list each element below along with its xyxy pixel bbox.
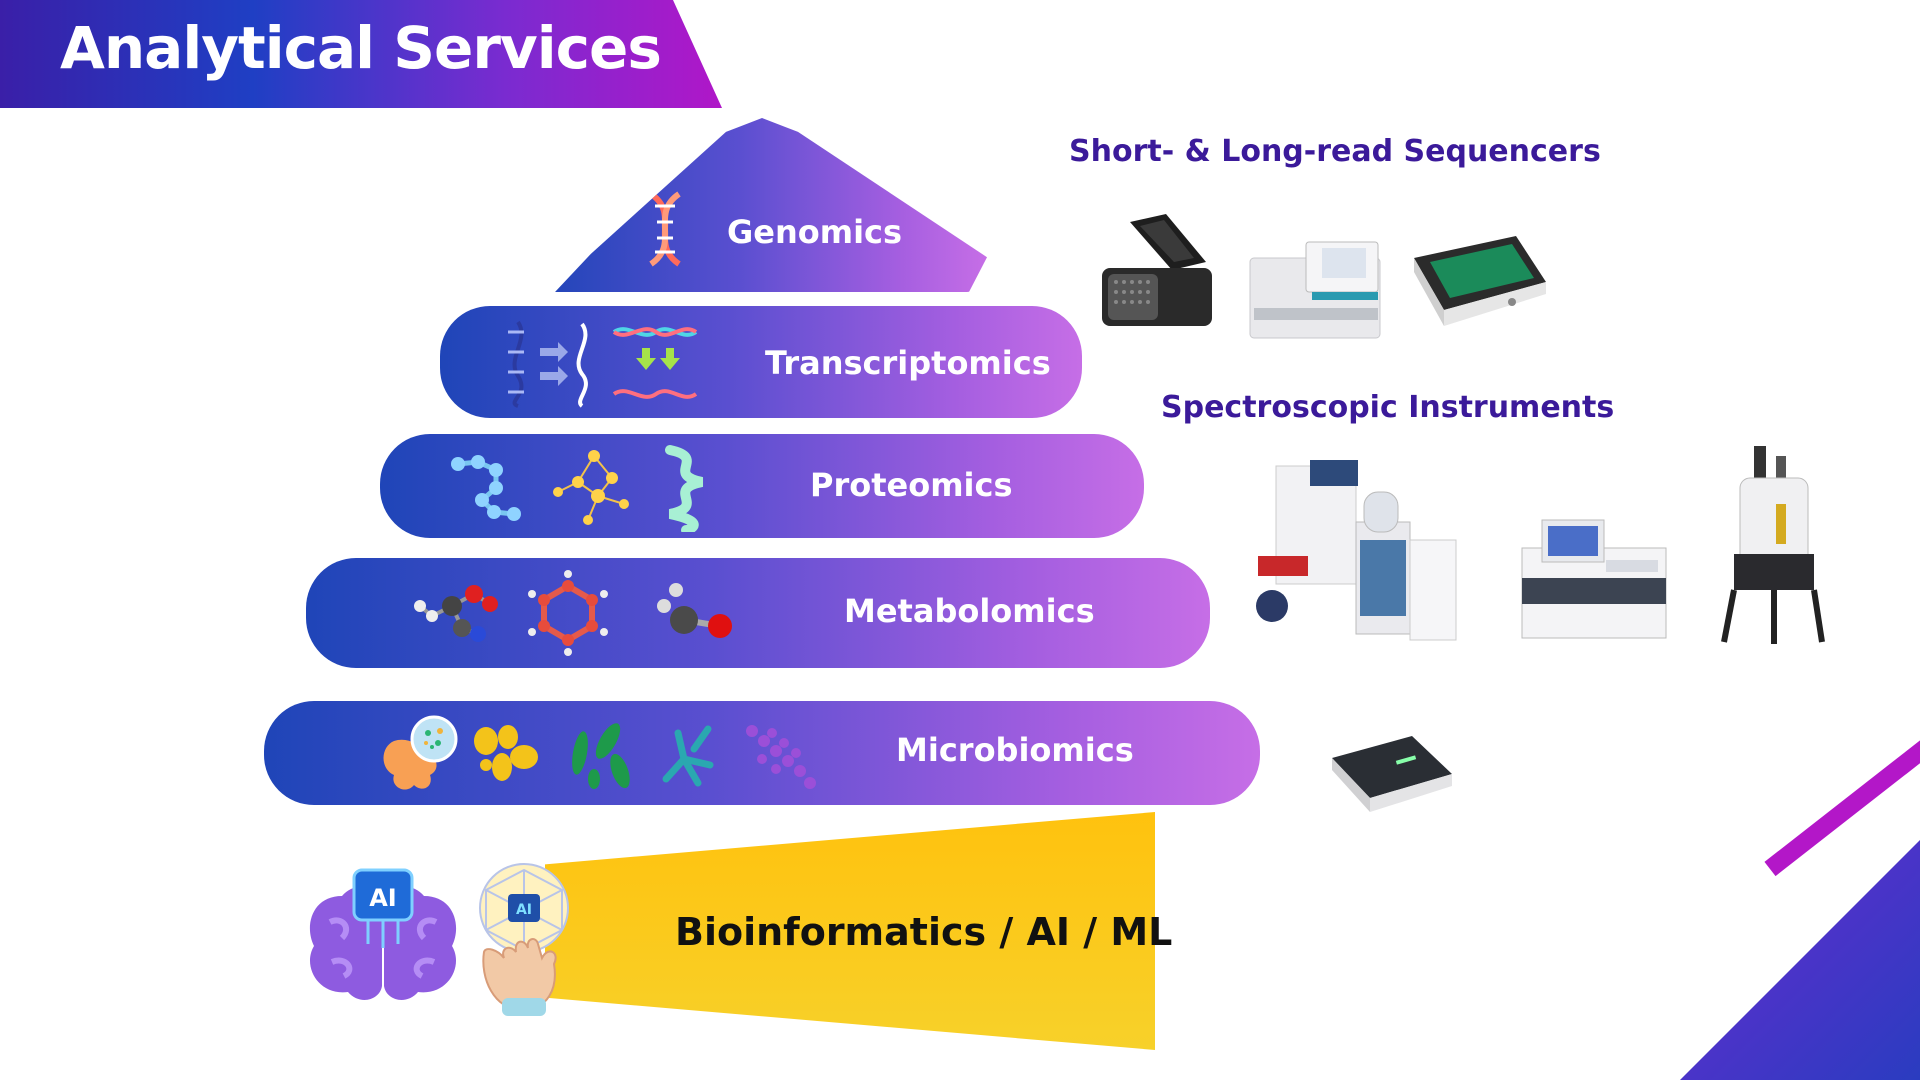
header-banner (0, 0, 722, 108)
page-title: Analytical Services (60, 14, 662, 82)
sequencer-device-benchtop (1249, 241, 1381, 339)
tier-label-proteomics: Proteomics (810, 466, 1013, 504)
sequencer-device-short-read (1102, 214, 1212, 326)
tier-label-transcriptomics: Transcriptomics (765, 344, 1051, 382)
tier-proteomics: Proteomics (380, 434, 1144, 538)
green-bacteria-icon (572, 723, 630, 789)
tier-label-microbiomics: Microbiomics (896, 731, 1134, 769)
mass-spectrometer-device (1256, 460, 1457, 641)
benzene-ring-icon (528, 570, 608, 656)
ai-hand-icon: AI (479, 863, 569, 1016)
tier-label-metabolomics: Metabolomics (844, 592, 1095, 630)
corner-stripe (1764, 732, 1920, 877)
branching-microbe-icon (662, 725, 714, 787)
purple-cocci-icon (746, 725, 816, 789)
peptide-chain-icon (451, 455, 521, 521)
dna-icon (649, 191, 681, 267)
spectroscopic-heading: Spectroscopic Instruments (1161, 390, 1615, 425)
nmr-spectrometer-device (1721, 446, 1825, 644)
yellow-bacteria-icon (474, 725, 538, 781)
transcription-icon (508, 320, 698, 408)
corner-decoration (1680, 840, 1920, 1080)
portable-sequencer-device (1332, 736, 1452, 812)
sequencer-device-long-read (1414, 236, 1546, 326)
tier-label-genomics: Genomics (727, 213, 903, 251)
tier-label-bioinformatics: Bioinformatics / AI / ML (675, 910, 1173, 954)
amino-acid-molecule-icon (414, 585, 498, 642)
ai-chip-badge: AI (516, 902, 532, 918)
protein-network-icon (553, 450, 629, 525)
ai-brain-badge: AI (369, 884, 397, 912)
tier-metabolomics: Metabolomics (306, 558, 1210, 668)
tier-transcriptomics: Transcriptomics (440, 306, 1082, 418)
formaldehyde-molecule-icon (657, 583, 732, 638)
sequencers-heading: Short- & Long-read Sequencers (1069, 134, 1601, 169)
tier-microbiomics: Microbiomics (264, 701, 1260, 805)
gut-icon (383, 715, 458, 790)
tier-genomics: Genomics (555, 118, 987, 292)
gc-ms-device (1521, 519, 1667, 639)
ai-brain-icon: AI (309, 868, 457, 1000)
alpha-helix-icon (665, 445, 704, 532)
